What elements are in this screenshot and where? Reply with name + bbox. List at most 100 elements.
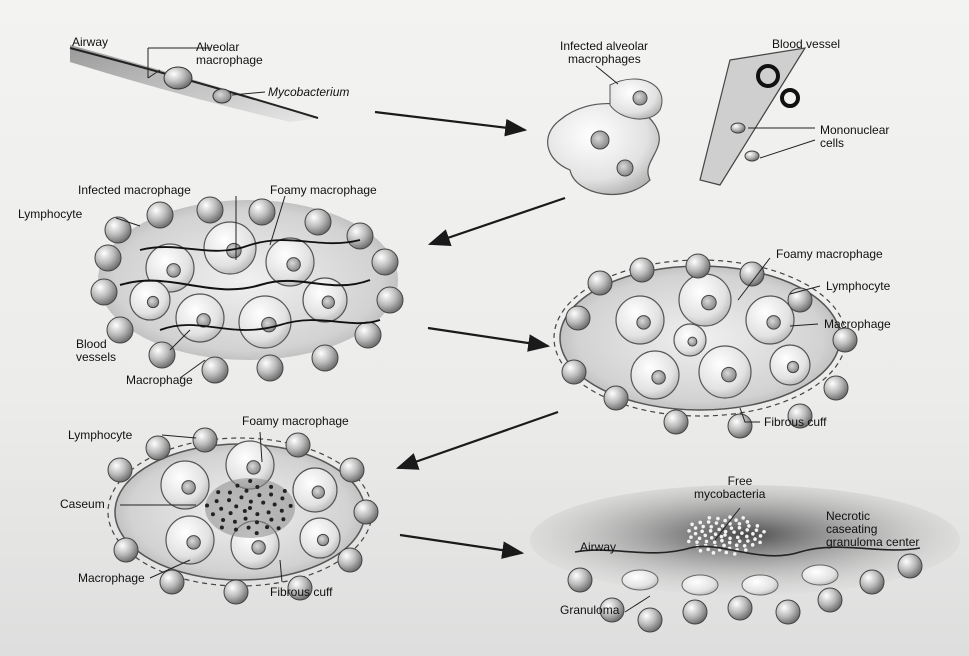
stage4-mass-illustration (554, 254, 857, 438)
caseum-dot (235, 484, 239, 488)
free-mycobacterium-dot (755, 528, 759, 532)
lymphocyte-cell (312, 345, 338, 371)
lymphocyte-cell (257, 355, 283, 381)
caseum-dot (234, 504, 238, 508)
label-lymphocyte-stage5: Lymphocyte (68, 429, 132, 442)
caseum-dot (289, 504, 293, 508)
lymphocyte-cell (105, 217, 131, 243)
free-mycobacterium-dot (736, 536, 740, 540)
free-mycobacterium-dot (708, 516, 712, 520)
lymphocyte-cell (249, 199, 275, 225)
label-foamy-macrophage-stage3: Foamy macrophage (270, 184, 377, 197)
label-blood-vessels-line2: vessels (76, 351, 116, 364)
free-mycobacterium-dot (710, 536, 714, 540)
caseum-dot (248, 479, 252, 483)
caseum-dot (269, 485, 273, 489)
arrow-stage5-to-stage6 (400, 535, 522, 553)
arrow-stage1-to-stage2 (375, 112, 525, 130)
label-fibrous-cuff-stage5: Fibrous cuff (270, 586, 332, 599)
free-mycobacterium-dot (701, 525, 705, 529)
cell-nucleus (637, 316, 650, 329)
caseum-dot (269, 493, 273, 497)
lymphocyte-cell (818, 588, 842, 612)
lymphocyte-cell (286, 433, 310, 457)
caseum-dot (255, 512, 259, 516)
caseum-dot (219, 507, 223, 511)
lymphocyte-cell (566, 306, 590, 330)
cell-nucleus (767, 316, 780, 329)
label-blood-vessel: Blood vessel (772, 38, 840, 51)
lymphocyte-cell (604, 386, 628, 410)
lymphocyte-cell (305, 209, 331, 235)
caseum-dot (255, 520, 259, 524)
caseum-dot (244, 517, 248, 521)
free-mycobacterium-dot (740, 531, 744, 535)
label-lymphocyte-stage3: Lymphocyte (18, 208, 82, 221)
free-mycobacterium-dot (728, 541, 732, 545)
free-mycobacterium-dot (694, 532, 698, 536)
caseum-dot (228, 491, 232, 495)
free-mycobacterium-dot (700, 530, 704, 534)
cell-nucleus (722, 367, 737, 382)
caseum-dot (221, 518, 225, 522)
caseum-dot (211, 512, 215, 516)
free-mycobacterium-dot (709, 529, 713, 533)
free-mycobacterium-dot (723, 519, 727, 523)
free-mycobacterium-dot (724, 551, 728, 555)
caseum-dot (239, 495, 243, 499)
progression-arrows (375, 112, 565, 553)
cell-nucleus (262, 317, 277, 332)
caseum-dot (255, 531, 259, 535)
caseum-dot (247, 526, 251, 530)
caseum-dot (257, 493, 261, 497)
label-infected-alveolar-macrophages-line2: macrophages (568, 53, 641, 66)
free-mycobacterium-dot (715, 521, 719, 525)
cell-nucleus (167, 264, 180, 277)
free-mycobacterium-dot (690, 522, 694, 526)
label-lymphocyte-stage4: Lymphocyte (826, 280, 890, 293)
free-mycobacterium-dot (744, 548, 748, 552)
label-granuloma: Granuloma (560, 604, 619, 617)
lymphocyte-cell (630, 258, 654, 282)
free-mycobacterium-dot (732, 530, 736, 534)
free-mycobacterium-dot (687, 540, 691, 544)
label-macrophage-stage5: Macrophage (78, 572, 145, 585)
lymphocyte-cell (728, 596, 752, 620)
label-necrotic-center-line3: granuloma center (826, 536, 919, 549)
caseum-dot (277, 526, 281, 530)
free-mycobacterium-dot (687, 529, 691, 533)
free-mycobacterium-dot (698, 521, 702, 525)
free-mycobacterium-dot (712, 551, 716, 555)
label-foamy-macrophage-stage5: Foamy macrophage (242, 415, 349, 428)
caseum-dot (280, 509, 284, 513)
free-mycobacterium-dot (758, 541, 762, 545)
lymphocyte-cell (146, 436, 170, 460)
free-mycobacterium-dot (738, 539, 742, 543)
free-mycobacterium-dot (733, 552, 737, 556)
free-mycobacterium-dot (699, 549, 703, 553)
label-alveolar-macrophage-line2: macrophage (196, 54, 263, 67)
arrow-stage4-to-stage5 (398, 412, 558, 468)
cell-nucleus (312, 486, 324, 498)
cell-nucleus (187, 536, 200, 549)
caseum-dot (283, 489, 287, 493)
free-mycobacterium-dot (694, 526, 698, 530)
lymphocyte-cell (149, 342, 175, 368)
lymphocyte-cell (197, 197, 223, 223)
lymphocyte-cell (568, 568, 592, 592)
cell-nucleus (182, 481, 195, 494)
stage3-mass-illustration (91, 196, 403, 383)
lymphocyte-cell (347, 223, 373, 249)
label-caseum: Caseum (60, 498, 105, 511)
lymphocyte-cell (638, 608, 662, 632)
label-airway-stage6: Airway (580, 541, 616, 554)
free-mycobacterium-dot (745, 528, 749, 532)
free-mycobacterium-dot (723, 533, 727, 537)
label-foamy-macrophage-stage4: Foamy macrophage (776, 248, 883, 261)
caseum-dot (249, 500, 253, 504)
caseum-dot (227, 498, 231, 502)
cell-nucleus (322, 296, 334, 308)
caseum-dot (267, 510, 271, 514)
caseum-dot (234, 528, 238, 532)
caseum-dot (255, 485, 259, 489)
